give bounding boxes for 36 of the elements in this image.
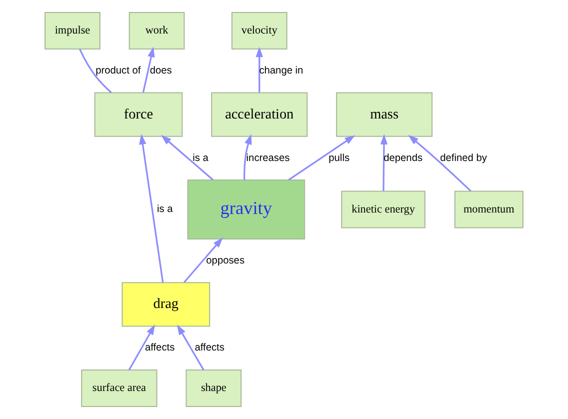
edge-label: affects [144,342,175,354]
arrow [380,134,388,192]
arrow [142,46,155,93]
arrow [161,134,214,180]
edge-label: does [150,65,172,76]
edge-label: opposes [206,255,245,266]
arrow [177,324,204,370]
node-box: shape [186,369,242,408]
connector [79,48,112,94]
edge-label: change in [259,65,304,76]
node-box: kinetic energy [341,190,426,228]
node-box: surface area [81,369,158,408]
arrow [184,237,223,283]
node-box: acceleration [211,92,308,137]
node-box: work [128,12,185,50]
node-box: impulse [44,12,100,50]
arrow [243,134,252,180]
edge-label: pulls [328,152,350,164]
node-box: velocity [231,12,288,50]
arrow [128,324,156,370]
edge-label: increases [246,152,290,164]
edge-label: is a [192,152,208,164]
edge-label: is a [157,204,173,216]
node-box: gravity [187,180,306,240]
node-box: drag [122,282,210,327]
edge-label: affects [194,342,224,354]
edge-label: depends [384,152,423,164]
arrow [256,46,263,92]
arrow [408,134,472,192]
arrow [139,134,164,283]
edge-label: defined by [440,152,487,164]
edge-label: product of [96,65,141,76]
arrow [288,135,356,181]
node-box: force [94,92,183,137]
node-box: mass [336,92,433,137]
node-box: momentum [454,190,524,228]
